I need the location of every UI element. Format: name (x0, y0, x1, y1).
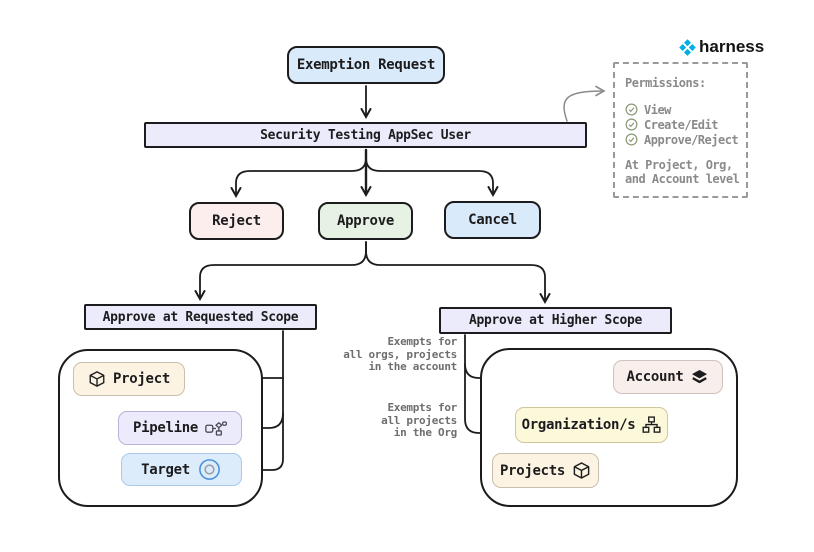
harness-logo-text: harness (699, 37, 765, 56)
arrow-user-to-cancel (365, 149, 493, 194)
arrow-user-to-permissions (563, 85, 606, 122)
arrow-requested-scope-to-pipeline (250, 412, 284, 428)
pipeline-icon (205, 420, 228, 437)
permissions-footer: At Project, Org, and Account level (625, 158, 740, 186)
annotation-org-scope: Exempts for all projects in the Org (381, 401, 457, 439)
node-approve-requested-scope: Approve at Requested Scope (84, 304, 317, 330)
node-target: Target (121, 453, 242, 486)
node-pipeline: Pipeline (118, 411, 242, 445)
cube-icon (88, 370, 106, 388)
target-icon (197, 457, 222, 482)
node-cancel: Cancel (444, 201, 541, 239)
org-chart-icon (642, 416, 661, 434)
permission-item: Create/Edit (625, 117, 746, 132)
node-reject: Reject (189, 202, 284, 240)
arrow-approve-to-higher-scope (365, 241, 545, 301)
harness-logo-icon (678, 38, 697, 57)
annotation-account-scope: Exempts for all orgs, projects in the ac… (343, 335, 457, 373)
node-project: Project (73, 362, 185, 396)
permission-label: Create/Edit (644, 117, 718, 132)
permission-item: View (625, 102, 746, 117)
arrow-higher-scope-to-account (464, 363, 605, 378)
permission-label: Approve/Reject (644, 132, 739, 147)
harness-logo: harness (678, 37, 764, 57)
node-projects: Projects (492, 453, 599, 488)
check-circle-icon (625, 133, 638, 146)
layers-icon (690, 368, 709, 387)
cube-icon (572, 461, 591, 480)
check-circle-icon (625, 118, 638, 131)
node-appsec-user: Security Testing AppSec User (144, 122, 587, 148)
check-circle-icon (625, 103, 638, 116)
arrow-requested-scope-to-target (249, 330, 284, 470)
arrow-user-to-reject (236, 149, 367, 195)
node-account: Account (613, 360, 723, 394)
node-approve: Approve (318, 202, 413, 240)
permission-item: Approve/Reject (625, 132, 746, 147)
permissions-panel: Permissions: View Create/Edit (613, 62, 748, 198)
node-organization: Organization/s (515, 407, 668, 443)
arrow-higher-scope-to-organization (464, 334, 508, 433)
permission-label: View (644, 102, 671, 117)
permissions-title: Permissions: (625, 76, 706, 90)
arrow-approve-to-requested-scope (200, 241, 367, 298)
node-exemption-request: Exemption Request (287, 46, 445, 84)
node-approve-higher-scope: Approve at Higher Scope (439, 307, 672, 334)
